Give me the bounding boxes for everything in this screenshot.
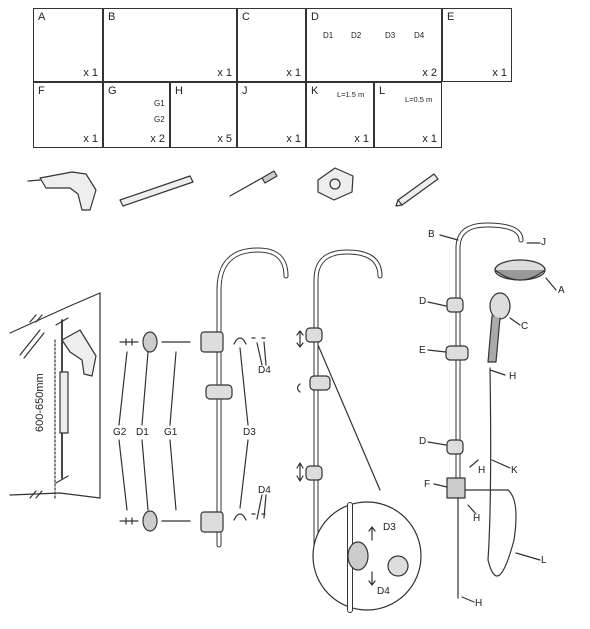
- part-letter: H: [175, 85, 183, 97]
- callout-label: D4: [258, 365, 271, 376]
- detail-circle: [312, 501, 422, 613]
- part-cell-j: J x 1: [237, 82, 306, 148]
- callout-label: G2: [113, 427, 127, 438]
- subpart-label: G1: [154, 99, 165, 108]
- part-quantity: x 1: [286, 67, 301, 79]
- spirit-level-icon: [119, 175, 194, 207]
- part-quantity: x 5: [217, 133, 232, 145]
- callout-label: C: [521, 321, 529, 332]
- callout-label: D4: [377, 586, 390, 597]
- part-letter: D: [311, 11, 319, 23]
- callout-label: H: [473, 513, 481, 524]
- part-cell-d: D D1 D2 D3 D4 x 2: [306, 8, 442, 82]
- callout-label: G1: [164, 427, 178, 438]
- hose-length: L=0.5 m: [405, 95, 433, 104]
- step4-assembled: [427, 222, 557, 603]
- step1-wall-drilling: [9, 292, 101, 501]
- part-quantity: x 1: [492, 67, 507, 79]
- callout-label: A: [558, 285, 565, 296]
- drill-icon: [27, 171, 97, 211]
- subpart-label: D4: [414, 31, 425, 40]
- part-quantity: x 2: [150, 133, 165, 145]
- part-letter: L: [379, 85, 386, 97]
- part-cell-h: H x 5: [170, 82, 237, 148]
- callout-label: D: [419, 296, 427, 307]
- part-letter: J: [242, 85, 248, 97]
- callout-label: E: [419, 345, 426, 356]
- part-cell-b: B x 1: [103, 8, 237, 82]
- part-cell-e: E x 1: [442, 8, 512, 82]
- callout-label: F: [424, 479, 431, 490]
- part-letter: K: [311, 85, 319, 97]
- part-letter: E: [447, 11, 455, 23]
- part-cell-f: F x 1: [33, 82, 103, 148]
- part-quantity: x 1: [83, 133, 98, 145]
- part-cell-a: A x 1: [33, 8, 103, 82]
- step2-riser-exploded: [118, 247, 289, 548]
- callout-label: D: [419, 436, 427, 447]
- part-quantity: x 1: [217, 67, 232, 79]
- callout-label: D3: [383, 522, 396, 533]
- callout-label: K: [511, 465, 518, 476]
- callout-label: H: [475, 598, 483, 609]
- tape-measure-icon: [317, 167, 354, 201]
- subpart-label: G2: [154, 115, 165, 124]
- part-letter: G: [108, 85, 117, 97]
- callout-label: L: [541, 555, 547, 566]
- callout-label: D3: [243, 427, 256, 438]
- part-quantity: x 1: [354, 133, 369, 145]
- part-cell-g: G G1 G2 x 2: [103, 82, 170, 148]
- subpart-label: D1: [323, 31, 334, 40]
- part-letter: C: [242, 11, 250, 23]
- part-quantity: x 1: [422, 133, 437, 145]
- callout-label: D4: [258, 485, 271, 496]
- subpart-label: D3: [385, 31, 396, 40]
- callout-label: D1: [136, 427, 149, 438]
- part-letter: F: [38, 85, 45, 97]
- callout-label: H: [478, 465, 486, 476]
- callout-label: B: [428, 229, 435, 240]
- part-cell-l: L L=0.5 m x 1: [374, 82, 442, 148]
- pencil-icon: [395, 173, 439, 207]
- step3-riser-adjust: [296, 249, 383, 548]
- part-quantity: x 1: [286, 133, 301, 145]
- mounting-height-label: 600-650mm: [34, 373, 46, 432]
- callout-label: J: [541, 237, 546, 248]
- subpart-label: D2: [351, 31, 362, 40]
- callout-label: H: [509, 371, 517, 382]
- part-letter: A: [38, 11, 46, 23]
- part-cell-c: C x 1: [237, 8, 306, 82]
- hose-length: L=1.5 m: [337, 90, 365, 99]
- screwdriver-icon: [229, 170, 278, 197]
- part-cell-k: K L=1.5 m x 1: [306, 82, 374, 148]
- part-letter: B: [108, 11, 116, 23]
- part-quantity: x 2: [422, 67, 437, 79]
- part-quantity: x 1: [83, 67, 98, 79]
